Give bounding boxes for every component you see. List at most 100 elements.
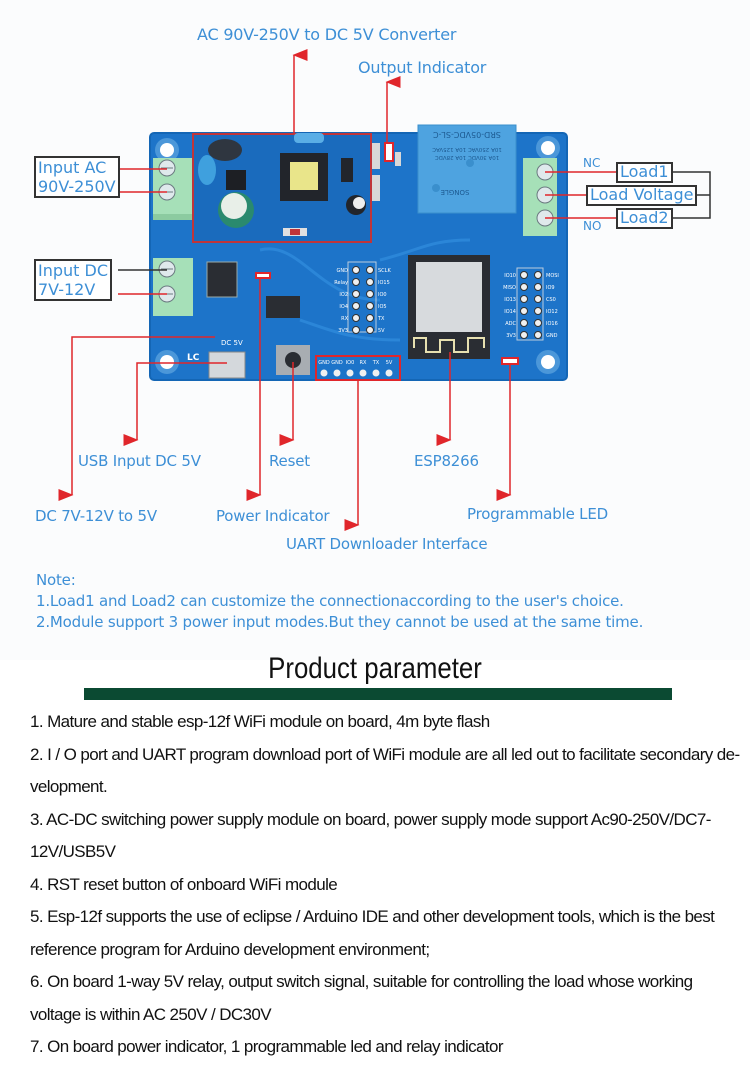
pin-label: GND [546,333,558,339]
header-pin [352,326,360,334]
input-dc-line1: Input DC [38,261,109,280]
usb-silkscreen: DC 5V [221,339,243,347]
pin-label: GND [337,268,349,274]
label-reset: Reset [269,452,310,470]
label-programmable-led: Programmable LED [467,505,608,523]
header-pin [352,278,360,286]
pin-label: IO14 [504,309,516,315]
ldo-chip [266,296,300,318]
title-underline-bar [84,688,672,700]
section-title: Product parameter [268,652,482,685]
note-item: 2.Module support 3 power input modes.But… [36,613,644,631]
relay: SRD-05VDC-SL-C 10A 250VAC 10A 125VAC 10A… [417,124,517,214]
input-ac-line1: Input AC [38,158,107,177]
header-pin [520,295,528,303]
param-item: 5. Esp-12f supports the use of eclipse /… [30,907,715,959]
param-item: 4. RST reset button of onboard WiFi modu… [30,874,338,894]
header-pin [520,319,528,327]
header-pin [366,326,374,334]
uart-pin [385,369,393,377]
header-pin [352,314,360,322]
label-load1: Load1 [616,162,673,183]
label-load2: Load2 [616,208,673,229]
label-output-indicator: Output Indicator [358,58,487,77]
relay-model: SRD-05VDC-SL-C [433,130,501,139]
pin-label: RX [341,316,348,322]
uart-pin [372,369,380,377]
uart-pin [359,369,367,377]
pin-label: IO13 [504,297,516,303]
uart-pin [346,369,354,377]
label-usb-input: USB Input DC 5V [78,452,201,470]
uart-pin-label: GND [331,360,343,366]
header-pin [534,283,542,291]
uart-pin-label: 5V [386,360,393,366]
uart-pin [320,369,328,377]
pin-label: Relay [334,280,348,286]
mounting-hole [155,350,179,374]
pin-label: IO0 [378,292,387,298]
header-pin [520,271,528,279]
pin-label: SCLK [378,268,391,274]
input-ac-line2: 90V-250V [38,177,116,196]
pin-label: IO5 [378,304,387,310]
uart-pin-label: IO0 [346,360,355,366]
note-block: Note: 1.Load1 and Load2 can customize th… [36,570,643,633]
param-item: 2. I / O port and UART program download … [30,744,740,797]
header-pin [534,319,542,327]
header-pin [366,266,374,274]
voltage-regulator [206,261,238,298]
note-item: 1.Load1 and Load2 can customize the conn… [36,592,624,610]
pin-label: IO16 [546,321,558,327]
uart-pin-label: TX [372,360,380,366]
pcb-board: SRD-05VDC-SL-C 10A 250VAC 10A 125VAC 10A… [149,124,568,381]
header-pin [366,302,374,310]
header-pin [520,283,528,291]
label-load-voltage: Load Voltage [586,185,698,206]
uart-pin [333,369,341,377]
arrow-usb [123,362,227,446]
mounting-hole [536,136,560,160]
uart-pin-label: GND [318,360,330,366]
relay-rating: 10A 250VAC 10A 125VAC [432,146,502,152]
programmable-led [501,357,519,365]
label-uart: UART Downloader Interface [286,535,488,553]
relay-rating: 10A 30VDC 10A 28VDC [435,154,500,160]
pin-label: TX [377,316,385,322]
header-pin [366,314,374,322]
esp8266-module [408,255,490,359]
ac-terminal-block [153,158,193,220]
label-power-indicator: Power Indicator [216,507,330,525]
pin-label: ADC [505,321,516,327]
arrow-dc-to-5v [58,336,215,501]
logo-silkscreen: LC [187,353,200,363]
label-converter: AC 90V-250V to DC 5V Converter [197,25,457,44]
header-pin [366,278,374,286]
ac-dc-converter [192,133,372,243]
header-pin [520,331,528,339]
label-esp8266: ESP8266 [414,452,479,470]
product-parameters: 1. Mature and stable esp-12f WiFi module… [30,706,740,1064]
header-pin [534,271,542,279]
relay-brand: SONGLE [441,188,470,196]
label-input-dc: Input DC 7V-12V [34,259,113,301]
uart-pin-label: RX [360,360,367,366]
header-pin [534,307,542,315]
pin-label: 3V3 [338,328,348,334]
pin-label: 5V [378,328,385,334]
pin-label: IO10 [504,273,516,279]
note-heading: Note: [36,571,76,589]
pin-label: IO4 [339,304,348,310]
header-pin [534,295,542,303]
mounting-hole [155,138,179,162]
mounting-hole [536,350,560,374]
pin-label: 3V3 [506,333,516,339]
pin-label: IO15 [378,280,390,286]
label-no: NO [583,219,602,233]
pin-label: IO9 [546,285,555,291]
usb-port [208,351,246,379]
pin-label: IO12 [546,309,558,315]
param-item: 1. Mature and stable esp-12f WiFi module… [30,712,490,731]
